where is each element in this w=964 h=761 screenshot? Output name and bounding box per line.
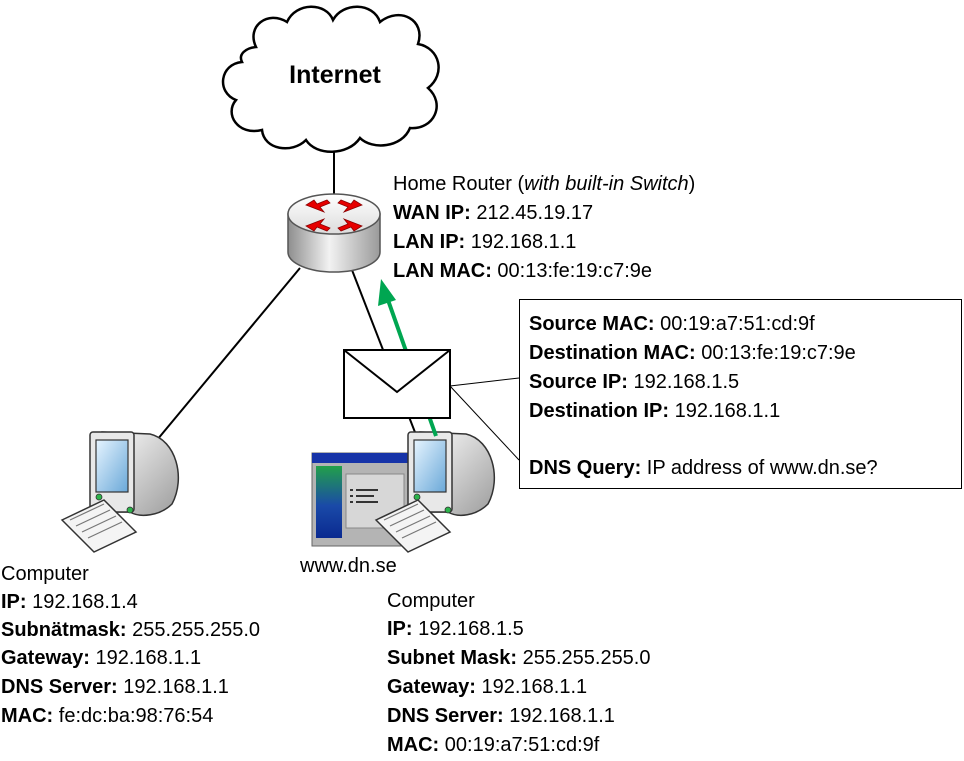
- field-key: Destination MAC:: [529, 342, 696, 364]
- packet-source-mac: Source MAC: 00:19:a7:51:cd:9f: [529, 310, 961, 339]
- field-key: LAN MAC:: [393, 260, 492, 282]
- field-key: Destination IP:: [529, 400, 670, 422]
- browser-label: www.dn.se: [300, 555, 397, 577]
- field-key: Source MAC:: [529, 313, 655, 335]
- internet-label: Internet: [289, 61, 381, 89]
- computer-right-subnet: Subnet Mask: 255.255.255.0: [387, 644, 651, 673]
- router-title: Home Router (with built-in Switch): [393, 170, 695, 199]
- field-key: DNS Query:: [529, 457, 642, 479]
- field-value: 255.255.255.0: [126, 619, 261, 641]
- field-value: 192.168.1.1: [89, 647, 202, 669]
- field-value: 192.168.1.1: [465, 231, 577, 253]
- packet-callout: Source MAC: 00:19:a7:51:cd:9f Destinatio…: [519, 299, 962, 489]
- router-wan-ip: WAN IP: 212.45.19.17: [393, 199, 593, 228]
- computer-left-dns: DNS Server: 192.168.1.1: [1, 673, 229, 702]
- computer-right-gateway: Gateway: 192.168.1.1: [387, 673, 587, 702]
- browser-window-icon: [311, 452, 413, 547]
- field-key: Gateway:: [387, 676, 476, 698]
- computer-right-ip: IP: 192.168.1.5: [387, 615, 524, 644]
- field-value: fe:dc:ba:98:76:54: [53, 705, 214, 727]
- envelope-icon: [343, 349, 451, 419]
- router-title-text: Home Router (: [393, 173, 525, 195]
- computer-left-subnet: Subnätmask: 255.255.255.0: [1, 616, 260, 645]
- computer-left-mac: MAC: fe:dc:ba:98:76:54: [1, 702, 213, 731]
- field-value: 192.168.1.4: [26, 591, 138, 613]
- field-key: Subnet Mask:: [387, 647, 518, 669]
- field-value: 00:13:fe:19:c7:9e: [491, 260, 653, 282]
- field-key: IP:: [1, 591, 27, 613]
- computer-left-ip: IP: 192.168.1.4: [1, 588, 138, 617]
- field-value: 192.168.1.1: [117, 676, 229, 698]
- field-value: 192.168.1.1: [503, 705, 615, 727]
- field-key: MAC:: [387, 734, 440, 756]
- router-icon: [287, 193, 381, 273]
- computer-right-mac: MAC: 00:19:a7:51:cd:9f: [387, 731, 599, 760]
- router-lan-mac: LAN MAC: 00:13:fe:19:c7:9e: [393, 257, 652, 286]
- field-value: 192.168.1.1: [475, 676, 588, 698]
- packet-destination-mac: Destination MAC: 00:13:fe:19:c7:9e: [529, 339, 961, 368]
- packet-source-ip: Source IP: 192.168.1.5: [529, 368, 961, 397]
- field-key: MAC:: [1, 705, 54, 727]
- field-key: WAN IP:: [393, 202, 471, 224]
- field-value: 00:13:fe:19:c7:9e: [695, 342, 856, 364]
- computer-left-icon: [60, 431, 180, 553]
- computer-left-title: Computer: [1, 563, 89, 585]
- computer-right-dns: DNS Server: 192.168.1.1: [387, 702, 615, 731]
- field-value: 212.45.19.17: [470, 202, 594, 224]
- field-value: 00:19:a7:51:cd:9f: [439, 734, 600, 756]
- link-router-computer-left: [156, 267, 301, 441]
- router-title-end: ): [688, 173, 696, 195]
- field-key: Source IP:: [529, 371, 628, 393]
- field-key: IP:: [387, 618, 413, 640]
- packet-destination-ip: Destination IP: 192.168.1.1: [529, 397, 961, 426]
- field-value: 255.255.255.0: [517, 647, 651, 669]
- field-key: DNS Server:: [387, 705, 504, 727]
- computer-right-title: Computer: [387, 590, 475, 612]
- packet-dns-query: DNS Query: IP address of www.dn.se?: [529, 454, 961, 483]
- internet-cloud-icon: [221, 5, 440, 153]
- field-key: Gateway:: [1, 647, 90, 669]
- field-value: 192.168.1.5: [627, 371, 740, 393]
- field-key: DNS Server:: [1, 676, 118, 698]
- field-value: 192.168.1.5: [412, 618, 524, 640]
- field-key: Subnätmask:: [1, 619, 127, 641]
- computer-left-gateway: Gateway: 192.168.1.1: [1, 644, 201, 673]
- field-value: 00:19:a7:51:cd:9f: [654, 313, 815, 335]
- computer-right-icon: [374, 431, 496, 553]
- field-value: IP address of www.dn.se?: [641, 457, 878, 479]
- field-value: 192.168.1.1: [669, 400, 781, 422]
- field-key: LAN IP:: [393, 231, 466, 253]
- callout-pointer: [449, 377, 520, 461]
- callout-spacer: [529, 426, 961, 454]
- router-lan-ip: LAN IP: 192.168.1.1: [393, 228, 576, 257]
- router-arrows-icon: [305, 199, 363, 232]
- router-title-italic: with built-in Switch: [524, 173, 689, 195]
